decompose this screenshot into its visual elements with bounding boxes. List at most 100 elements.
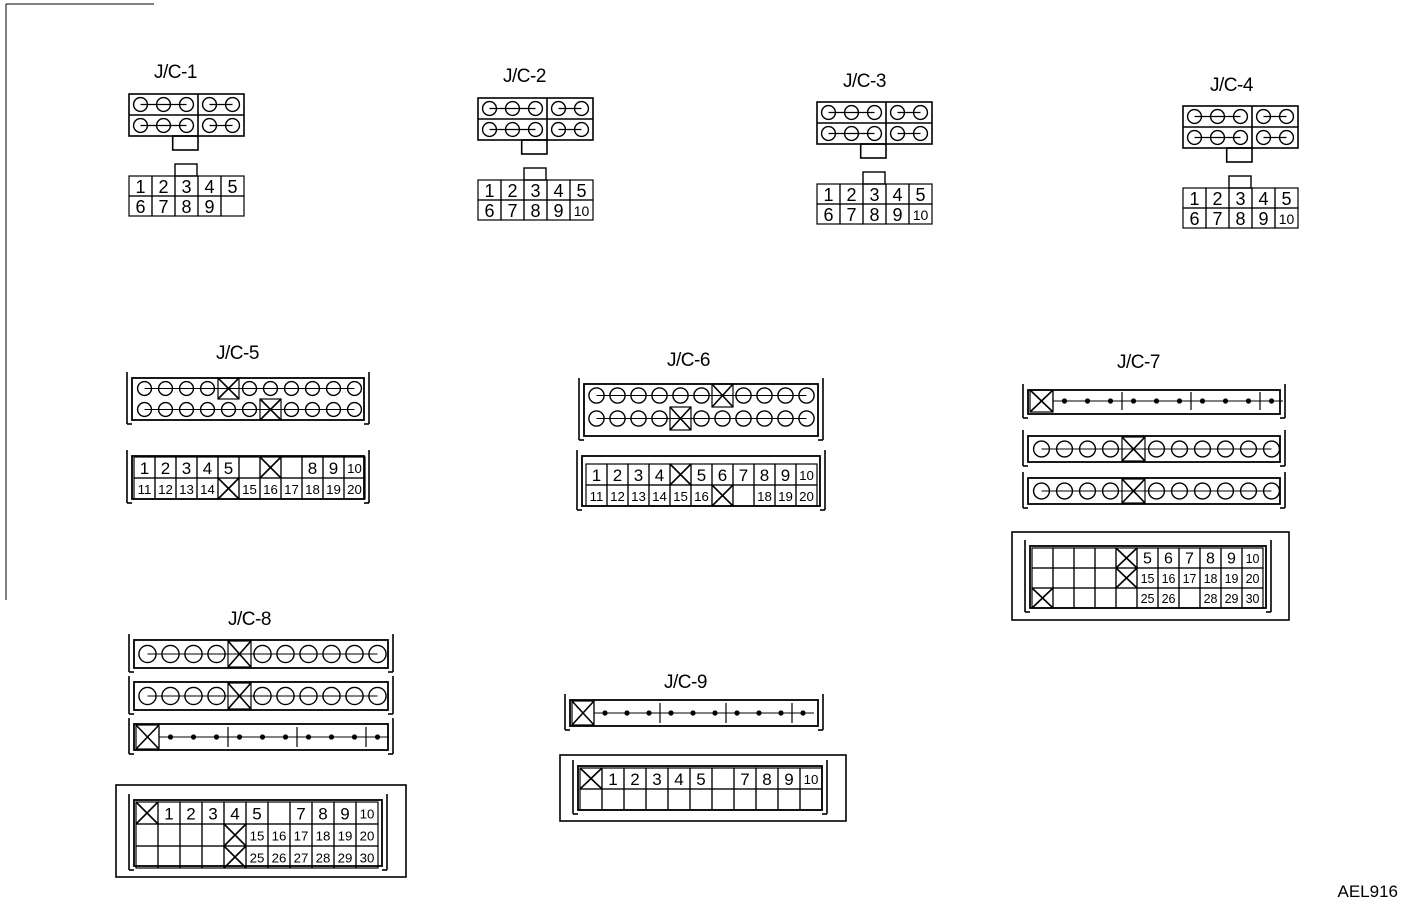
jc8-cell xyxy=(267,801,291,825)
jc7-cell xyxy=(1115,587,1138,609)
jc8-pin-number: 28 xyxy=(316,851,331,866)
jc9-bus-dot xyxy=(734,710,740,716)
jc7-bus-dot xyxy=(1061,398,1068,404)
jc5-cell xyxy=(343,477,366,500)
jc9-cell xyxy=(777,788,801,811)
jc5-pin-number: 13 xyxy=(179,482,194,497)
jc5-pin-number: 4 xyxy=(203,459,212,478)
jc7-cell xyxy=(1073,567,1096,589)
jc4-pin-number: 10 xyxy=(1279,211,1295,227)
jc5-face xyxy=(131,377,365,421)
jc9-pin-number: 4 xyxy=(674,770,683,789)
jc1-pin-number: 7 xyxy=(158,197,168,217)
jc8-blank-pin-mark xyxy=(223,823,247,847)
jc8-blank-pin-mark xyxy=(223,845,247,869)
jc3-cell xyxy=(908,203,933,225)
jc4-pin-number: 6 xyxy=(1189,209,1199,229)
jc8-cell xyxy=(135,845,159,869)
jc7-bus-dot xyxy=(1199,398,1206,404)
jc1-grid-tab xyxy=(174,163,198,177)
jc3-pin-number: 8 xyxy=(869,205,879,225)
jc5-blank-pin-mark xyxy=(217,477,240,500)
jc8-bus-dot xyxy=(213,734,220,740)
jc8-bus-dot xyxy=(305,734,312,740)
jc8-pin-number: 17 xyxy=(294,829,309,844)
jc2-pin-number: 6 xyxy=(484,201,494,221)
jc8-bus-dot xyxy=(374,734,381,740)
jc3-face-tab xyxy=(859,143,887,159)
jc5-cell xyxy=(238,456,261,479)
jc9-bus-dot xyxy=(690,710,696,716)
jc1-pin-number: 6 xyxy=(135,197,145,217)
jc7-pin-number: 20 xyxy=(1246,572,1260,586)
jc4-cell xyxy=(1274,207,1299,229)
jc7-pin-number: 15 xyxy=(1141,572,1155,586)
jc8-bus-dot xyxy=(167,734,174,740)
jc7-blank-pin-mark xyxy=(1031,587,1054,609)
jc8-bus-dot xyxy=(282,734,289,740)
jc1-face-tab xyxy=(171,135,199,151)
jc2-pin-number: 9 xyxy=(553,201,563,221)
jc9-bus-dot xyxy=(646,710,652,716)
jc4-face-tab xyxy=(1225,147,1253,163)
jc6-pin-number: 16 xyxy=(694,489,709,504)
jc9-cell xyxy=(711,788,735,811)
jc4-pin-number: 9 xyxy=(1258,209,1268,229)
jc8-bus-dot xyxy=(259,734,266,740)
jc1-pin-number: 5 xyxy=(227,177,237,197)
jc5-pin-number: 9 xyxy=(329,459,338,478)
jc5-cell xyxy=(280,456,303,479)
jc3-pin-number: 1 xyxy=(823,185,833,205)
jc7-cell xyxy=(1073,587,1096,609)
jc8-cell xyxy=(157,845,181,869)
jc5-pin-number: 3 xyxy=(182,459,191,478)
jc5-pin-number: 18 xyxy=(305,482,320,497)
jc7-bus-dot xyxy=(1222,398,1229,404)
jc3-pin-number: 10 xyxy=(913,207,929,223)
jc2-pin-number: 1 xyxy=(484,181,494,201)
jc8-pin-number: 7 xyxy=(296,805,305,824)
jc8-bus-dot xyxy=(328,734,335,740)
jc9-pin-number: 1 xyxy=(608,770,617,789)
jc8-cav-row2 xyxy=(133,681,389,711)
jc8-label: J/C-8 xyxy=(228,609,271,630)
jc7-bus-dot xyxy=(1268,398,1275,404)
jc9-cell xyxy=(733,788,757,811)
jc8-pin-number: 2 xyxy=(186,805,195,824)
jc9-grid-outer xyxy=(559,754,847,822)
jc7-pin-number: 28 xyxy=(1204,592,1218,606)
jc8-cell xyxy=(201,845,225,869)
jc9-pin-number: 5 xyxy=(696,770,705,789)
jc6-pin-number: 15 xyxy=(673,489,688,504)
jc1-pin-number: 1 xyxy=(135,177,145,197)
jc8-pin-number: 26 xyxy=(272,851,287,866)
jc8-bus-dot xyxy=(236,734,243,740)
jc4-pin-number: 5 xyxy=(1281,189,1291,209)
jc1-cell xyxy=(220,195,245,217)
jc7-pin-number: 9 xyxy=(1227,551,1236,568)
jc9-cell xyxy=(667,788,691,811)
jc8-grid-outer xyxy=(115,784,407,878)
jc9-bus-dot xyxy=(756,710,762,716)
jc9-bus-row xyxy=(569,699,819,727)
jc9-pin-number: 8 xyxy=(762,770,771,789)
jc8-pin-number: 5 xyxy=(252,805,261,824)
jc2-pin-number: 2 xyxy=(507,181,517,201)
jc7-cell xyxy=(1094,547,1117,569)
jc4-grid-tab xyxy=(1228,175,1252,189)
jc6-face xyxy=(583,383,819,437)
jc8-pin-number: 3 xyxy=(208,805,217,824)
jc8-cell xyxy=(157,823,181,847)
jc7-cell xyxy=(1031,547,1054,569)
jc8-pin-number: 9 xyxy=(340,805,349,824)
jc5-pin-number: 16 xyxy=(263,482,278,497)
jc4-pin-number: 8 xyxy=(1235,209,1245,229)
jc3-pin-number: 6 xyxy=(823,205,833,225)
jc8-blank-pin-mark xyxy=(135,801,159,825)
jc8-pin-number: 30 xyxy=(360,851,375,866)
jc4-pin-number: 1 xyxy=(1189,189,1199,209)
jc7-pin-number: 30 xyxy=(1246,592,1260,606)
jc9-cell xyxy=(623,788,647,811)
jc7-cell xyxy=(1241,587,1264,609)
